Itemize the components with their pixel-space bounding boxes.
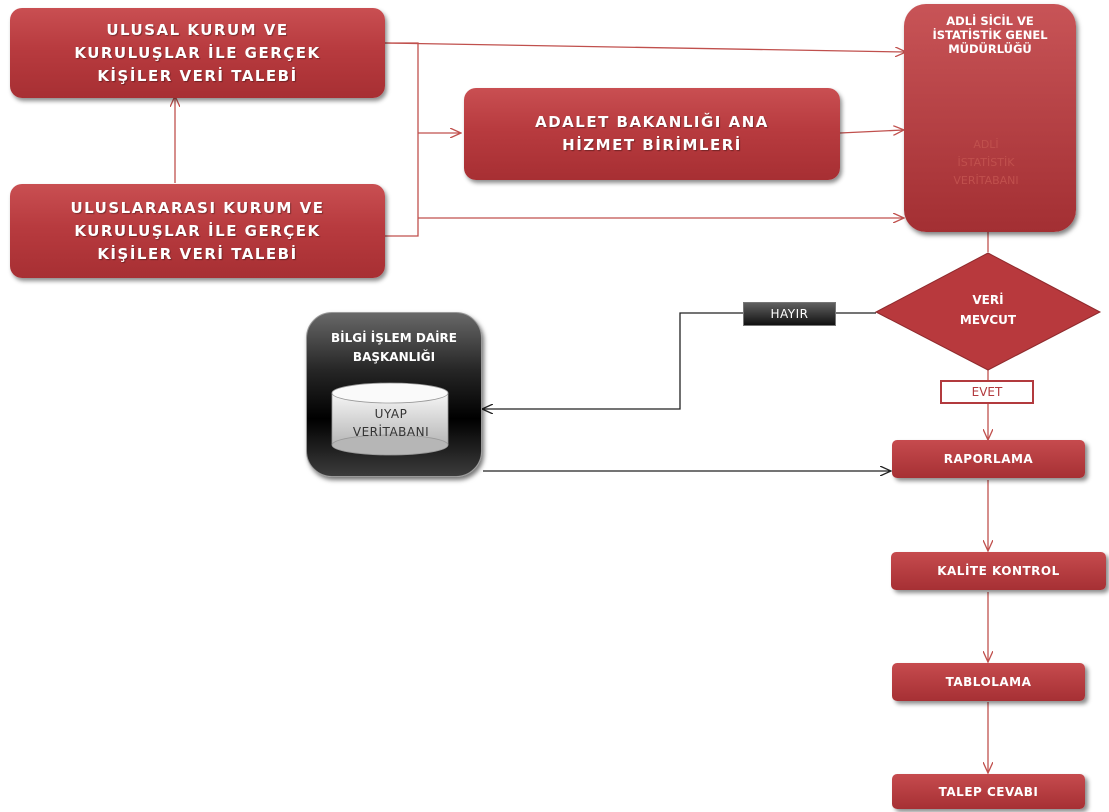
veri-mevcut-text: VERİ MEVCUT — [959, 293, 1017, 327]
uluslararasi-label: ULUSLARARASI KURUM VE KURULUŞLAR İLE GER… — [70, 198, 325, 263]
arrow-hayir-to-bilgi — [483, 312, 743, 409]
uyap-db-label-wrap: UYAP VERİTABANI — [331, 405, 451, 441]
kalite-kontrol-label: KALİTE KONTROL — [937, 564, 1060, 578]
uyap-db-label: UYAP VERİTABANI — [352, 407, 430, 439]
evet-label-box: EVET — [940, 380, 1034, 404]
adli-sicil-label: ADLİ SİCİL VE İSTATİSTİK GENEL MÜDÜRLÜĞÜ — [932, 14, 1048, 56]
uyap-db-icon — [331, 382, 449, 456]
ulusal-label: ULUSAL KURUM VE KURULUŞLAR İLE GERÇEK Kİ… — [74, 20, 321, 85]
adli-sicil-node: ADLİ SİCİL VE İSTATİSTİK GENEL MÜDÜRLÜĞÜ — [904, 4, 1076, 232]
ulusal-node: ULUSAL KURUM VE KURULUŞLAR İLE GERÇEK Kİ… — [10, 8, 385, 98]
uluslararasi-node: ULUSLARARASI KURUM VE KURULUŞLAR İLE GER… — [10, 184, 385, 278]
raporlama-step: RAPORLAMA — [892, 440, 1085, 478]
adalet-node: ADALET BAKANLIĞI ANA HİZMET BİRİMLERİ — [464, 88, 840, 180]
hayir-label-box: HAYIR — [743, 302, 836, 326]
tablolama-label: TABLOLAMA — [945, 675, 1032, 689]
veri-mevcut-label: VERİ MEVCUT — [940, 290, 1036, 330]
bilgi-islem-label: BİLGİ İŞLEM DAİRE BAŞKANLIĞI — [331, 331, 457, 364]
talep-cevabi-label: TALEP CEVABI — [938, 784, 1039, 799]
talep-cevabi-step: TALEP CEVABI — [892, 774, 1085, 809]
adalet-label: ADALET BAKANLIĞI ANA HİZMET BİRİMLERİ — [535, 113, 769, 154]
arrow-adalet-to-adli — [839, 130, 903, 133]
raporlama-label: RAPORLAMA — [943, 452, 1034, 466]
adli-db-label: ADLİ İSTATİSTİK VERİTABANI — [953, 138, 1019, 187]
hayir-text: HAYIR — [770, 307, 809, 321]
tablolama-step: TABLOLAMA — [892, 663, 1085, 701]
arrow-to-adli-top — [384, 42, 905, 52]
connector-ulusal-junction — [385, 42, 419, 237]
adli-db-label-wrap: ADLİ İSTATİSTİK VERİTABANI — [928, 136, 1044, 206]
kalite-kontrol-step: KALİTE KONTROL — [891, 552, 1106, 590]
veri-mevcut-diamond — [874, 252, 1102, 371]
evet-text: EVET — [971, 385, 1003, 399]
